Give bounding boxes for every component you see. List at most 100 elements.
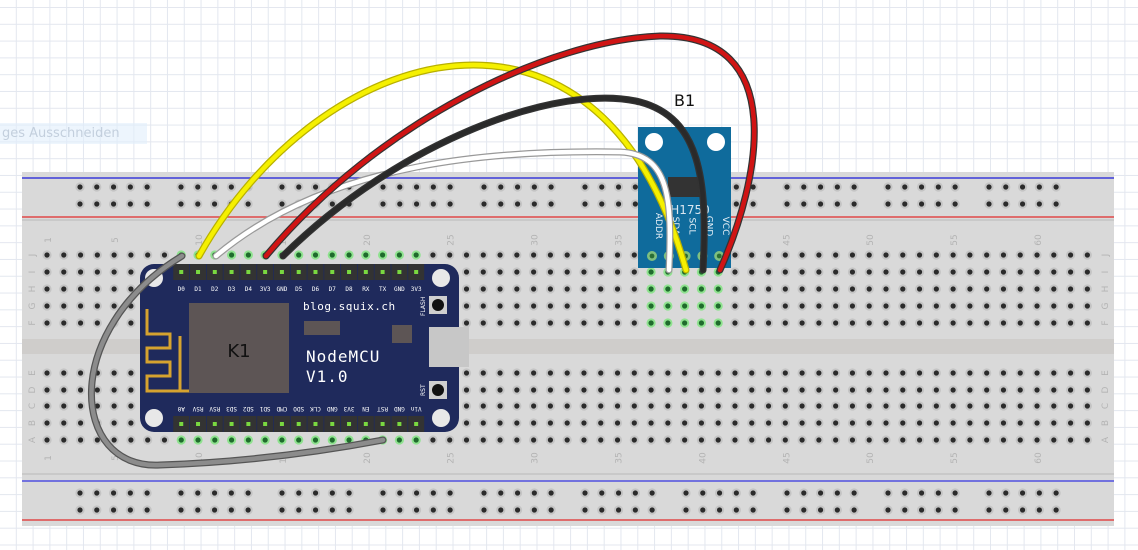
flash-button[interactable] — [432, 299, 444, 311]
hole-B57-center — [984, 420, 990, 426]
hole-H50-center — [866, 286, 872, 292]
hole-I27-center — [480, 269, 486, 275]
hole-D27-center — [480, 387, 486, 393]
hole-F43-center — [749, 320, 755, 326]
hole-B63-center — [1084, 420, 1090, 426]
hole-A53-center — [916, 437, 923, 443]
header-pin-sdo[interactable] — [296, 422, 301, 426]
header-pin-gnd[interactable] — [397, 422, 402, 426]
header-pin-rsv[interactable] — [196, 422, 201, 426]
rail-hole-center — [447, 507, 453, 513]
row-letter-label: G — [28, 302, 38, 309]
header-pin-gnd[interactable] — [279, 270, 284, 274]
hole-H45-center — [782, 286, 788, 292]
hole-A51-center — [883, 437, 889, 443]
rst-button[interactable] — [432, 384, 444, 396]
header-pin-rsv[interactable] — [212, 422, 217, 426]
header-pin-d4[interactable] — [246, 270, 251, 274]
hole-H60-center — [1034, 286, 1040, 292]
header-pin-cmd[interactable] — [279, 422, 284, 426]
hole-B59-center — [1017, 420, 1023, 426]
header-pin-3v3[interactable] — [263, 270, 268, 274]
pin-label: SD3 — [226, 405, 237, 412]
header-pin-rst[interactable] — [380, 422, 385, 426]
header-pin-a0[interactable] — [179, 422, 184, 426]
hole-A28-center — [497, 437, 503, 443]
rail-hole-center — [986, 490, 992, 496]
header-pin-d0[interactable] — [179, 270, 184, 274]
header-pin-3v3[interactable] — [347, 422, 352, 426]
rail-hole-center — [700, 490, 706, 496]
hole-H34-center — [598, 286, 604, 292]
header-pin-sd3[interactable] — [229, 422, 234, 426]
rail-hole-center — [514, 201, 521, 207]
hole-B27-center — [480, 420, 486, 426]
wire-d0-to-rst[interactable] — [89, 253, 386, 468]
rail-hole-center — [801, 184, 807, 190]
rail-hole-center — [834, 507, 840, 513]
rail-hole-center — [397, 201, 403, 207]
hole-E38-center — [665, 370, 671, 376]
hole-E33-center — [581, 370, 587, 376]
header-pin-3v3[interactable] — [414, 270, 419, 274]
wire-d2-to-sda[interactable] — [213, 149, 673, 273]
header-pin-en[interactable] — [363, 422, 368, 426]
header-pin-d3[interactable] — [229, 270, 234, 274]
rail-hole-center — [279, 201, 285, 207]
hole-J7-center — [145, 252, 151, 258]
header-pin-gnd[interactable] — [397, 270, 402, 274]
column-number-label: 60 — [1034, 234, 1044, 246]
header-pin-sd2[interactable] — [246, 422, 251, 426]
hole-J62-center — [1067, 252, 1074, 258]
rail-hole-center — [851, 201, 857, 207]
hole-J19-center — [346, 252, 352, 258]
hole-G57-center — [984, 303, 990, 309]
header-pin-gnd[interactable] — [330, 422, 335, 426]
pin-label: GND — [394, 286, 405, 293]
rail-hole-center — [935, 490, 941, 496]
wire-3v3-to-vcc[interactable] — [263, 33, 757, 273]
hole-D26-center — [463, 387, 470, 393]
hole-G46-center — [799, 303, 805, 309]
hole-H58-center — [1000, 286, 1007, 292]
row-letter-label: H — [28, 286, 38, 293]
rail-hole-center — [935, 507, 941, 513]
hole-F60-center — [1034, 320, 1040, 326]
hole-A52-center — [900, 437, 906, 443]
rail-hole-center — [1019, 201, 1026, 207]
hole-F26-center — [463, 320, 470, 326]
hole-G34-center — [598, 303, 604, 309]
header-pin-tx[interactable] — [380, 270, 385, 274]
pin-label: TX — [379, 286, 387, 293]
header-pin-d5[interactable] — [296, 270, 301, 274]
header-pin-d7[interactable] — [330, 270, 335, 274]
mount-hole-bottom-left — [145, 409, 163, 427]
flash-button-label: FLASH — [420, 297, 427, 316]
nodemcu-board[interactable]: K1 blog.squix.ch NodeMCU V1.0 FLASH RST … — [140, 264, 469, 432]
header-pin-d2[interactable] — [212, 270, 217, 274]
hole-I35-center — [614, 269, 621, 275]
header-pin-d6[interactable] — [313, 270, 318, 274]
rail-hole-center — [397, 490, 403, 496]
header-pin-d8[interactable] — [347, 270, 352, 274]
rail-hole-center — [514, 490, 521, 496]
header-pin-vin[interactable] — [414, 422, 419, 426]
hole-E37-center — [648, 370, 654, 376]
hole-C42-center — [732, 403, 738, 409]
header-pin-sd1[interactable] — [263, 422, 268, 426]
hole-H33-center — [581, 286, 587, 292]
hole-G26-center — [463, 303, 470, 309]
hole-I31-center — [547, 269, 554, 275]
hole-C35-center — [614, 403, 621, 409]
wire-d1-to-scl[interactable] — [196, 62, 689, 273]
rail-hole-center — [279, 184, 285, 190]
header-pin-d1[interactable] — [196, 270, 201, 274]
header-pin-clk[interactable] — [313, 422, 318, 426]
hole-E1-center — [44, 370, 50, 376]
pin-label: CLK — [310, 405, 321, 412]
header-pin-rx[interactable] — [363, 270, 368, 274]
wire-gnd-to-gnd[interactable] — [280, 95, 707, 273]
